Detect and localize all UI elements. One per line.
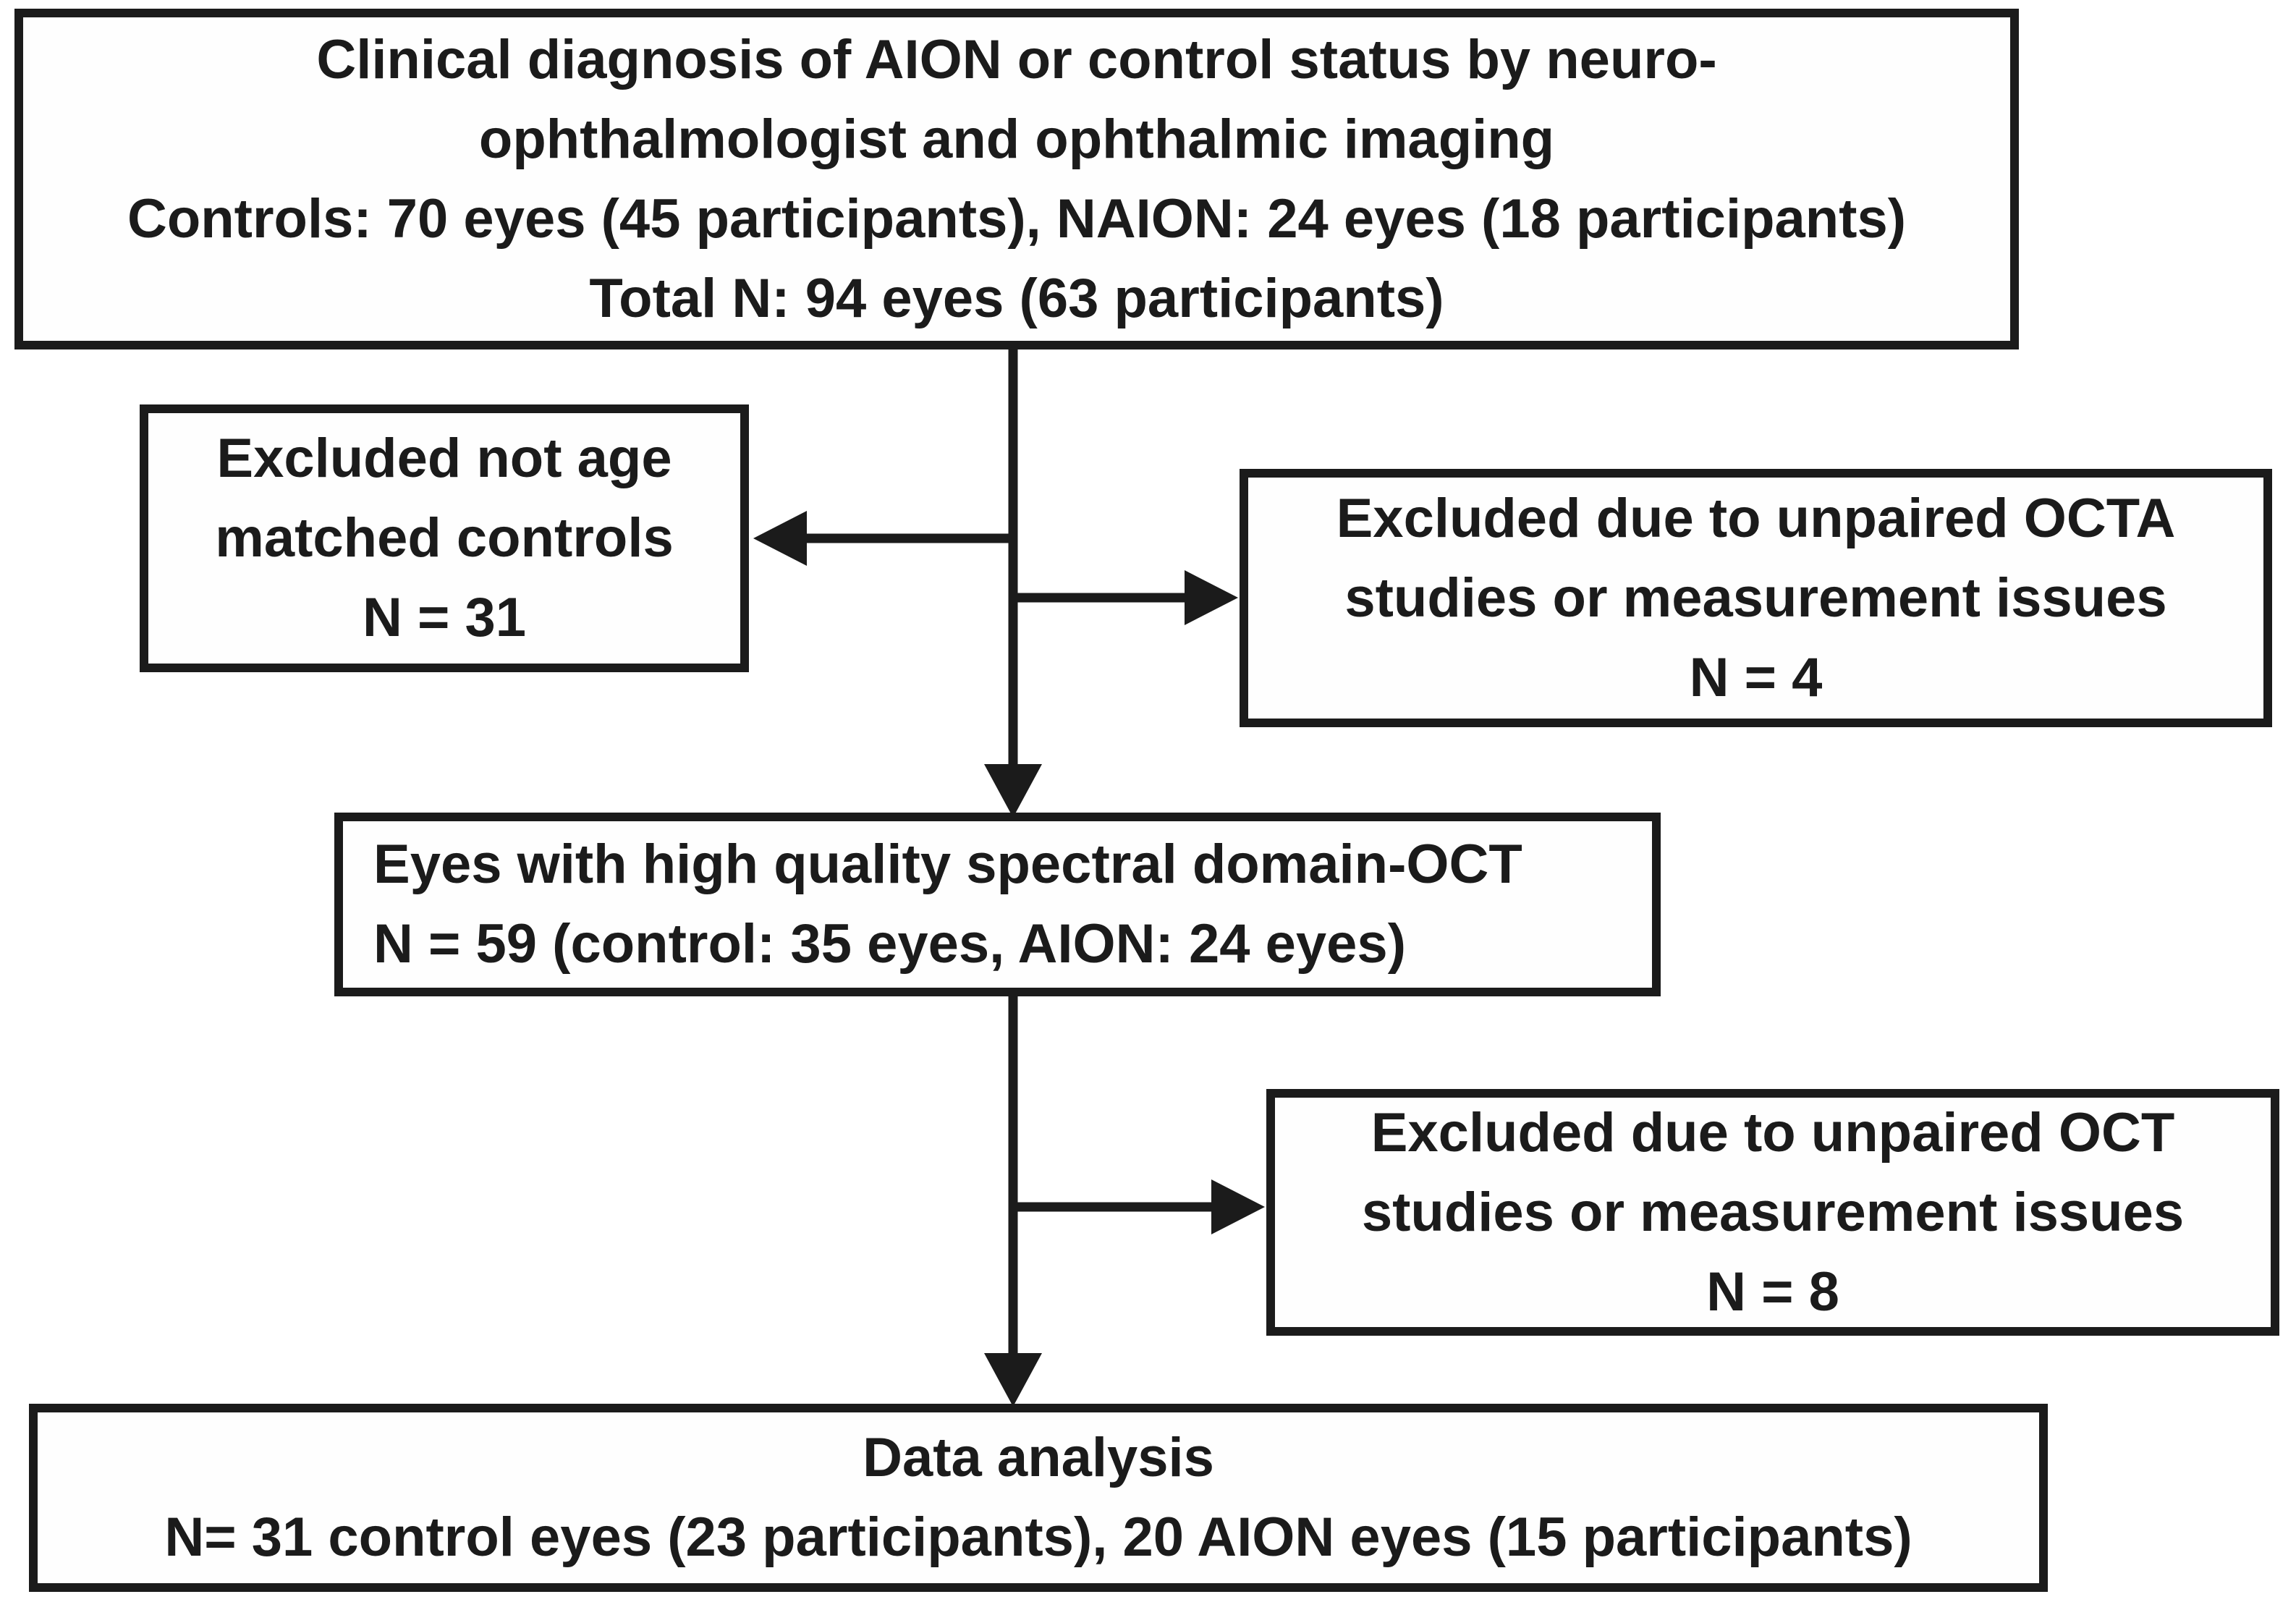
- data-analysis-box: Data analysis N= 31 control eyes (23 par…: [29, 1404, 2048, 1592]
- arrowhead-left-excluded-age: [753, 511, 807, 566]
- excluded-age-line-2: matched controls: [215, 507, 674, 569]
- arrowhead-right-excluded-oct: [1211, 1179, 1265, 1234]
- excluded-age-count: N = 31: [362, 587, 527, 648]
- enrollment-line-2: ophthalmologist and ophthalmic imaging: [478, 108, 1555, 170]
- excluded-oct-line-1: Excluded due to unpaired OCT: [1371, 1101, 2175, 1164]
- sd-oct-box: Eyes with high quality spectral domain-O…: [334, 813, 1661, 996]
- enrollment-line-1: Clinical diagnosis of AION or control st…: [316, 28, 1717, 90]
- enrollment-line-3: Controls: 70 eyes (45 participants), NAI…: [127, 187, 1907, 250]
- excluded-octa-count: N = 4: [1689, 646, 1823, 708]
- data-analysis-counts: N= 31 control eyes (23 participants), 20…: [164, 1506, 1912, 1568]
- arrowhead-down-analysis: [984, 1353, 1042, 1407]
- sd-oct-line-1: Eyes with high quality spectral domain-O…: [373, 834, 1522, 895]
- excluded-oct-line-2: studies or measurement issues: [1361, 1181, 2185, 1243]
- sd-oct-line-2: N = 59 (control: 35 eyes, AION: 24 eyes): [373, 913, 1407, 975]
- data-analysis-title: Data analysis: [863, 1427, 1214, 1488]
- excluded-octa-line-2: studies or measurement issues: [1344, 567, 2167, 629]
- enrollment-box: Clinical diagnosis of AION or control st…: [14, 9, 2019, 349]
- enrollment-line-4: Total N: 94 eyes (63 participants): [589, 267, 1444, 329]
- excluded-age-line-1: Excluded not age: [216, 428, 672, 489]
- excluded-octa-box: Excluded due to unpaired OCTA studies or…: [1240, 469, 2272, 727]
- arrowhead-right-excluded-octa: [1185, 570, 1238, 625]
- excluded-oct-count: N = 8: [1706, 1260, 1839, 1323]
- excluded-octa-line-1: Excluded due to unpaired OCTA: [1336, 487, 2176, 549]
- excluded-age-box: Excluded not age matched controls N = 31: [140, 404, 749, 672]
- arrowhead-down-sdoct: [984, 764, 1042, 818]
- excluded-oct-box: Excluded due to unpaired OCT studies or …: [1266, 1089, 2279, 1336]
